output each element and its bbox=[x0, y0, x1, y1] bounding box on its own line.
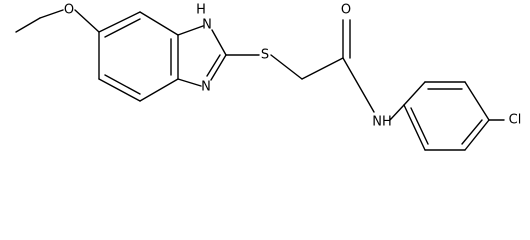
bond-methylene-oxygen bbox=[39, 9, 64, 19]
atom-nh-amide: NH bbox=[372, 115, 392, 130]
bond-benz-double-1 bbox=[104, 18, 141, 38]
atom-n-imidazole-upper: N bbox=[202, 18, 212, 33]
bond-imid-c2-n3 bbox=[210, 54, 227, 81]
atom-n-imidazole-lower: N bbox=[201, 80, 211, 95]
bond-ph-c3-c4 bbox=[464, 81, 490, 121]
atom-sulfur: S bbox=[261, 48, 269, 63]
atom-labels: O H N N S O NH Cl bbox=[64, 3, 521, 130]
bond-ph-c1-c2 bbox=[403, 81, 426, 106]
bond-imid-c2-n3-double bbox=[206, 54, 221, 77]
molecule-structure: O H N N S O NH Cl bbox=[15, 3, 521, 151]
bond-imid-n1-c2 bbox=[211, 29, 227, 56]
bond-ch2-carbonyl bbox=[301, 57, 344, 80]
bond-imid-c3a-n1 bbox=[177, 25, 204, 36]
atom-chlorine: Cl bbox=[509, 113, 522, 128]
bond-sulfur-ch2 bbox=[270, 54, 303, 80]
bond-benz-c5-c6 bbox=[98, 78, 141, 102]
bond-oxygen-aromatic bbox=[74, 9, 100, 33]
bond-ph-double-3 bbox=[410, 107, 429, 145]
bond-imid-n3-c7a bbox=[177, 78, 202, 87]
bond-ph-c6-c1 bbox=[403, 104, 426, 151]
bond-benz-c1-c2 bbox=[98, 11, 141, 33]
atom-oxygen-carbonyl: O bbox=[341, 3, 351, 18]
molecule-diagram: O H N N S O NH Cl bbox=[15, 3, 521, 151]
bond-benz-double-3 bbox=[104, 74, 141, 95]
bond-ph-c4-c5 bbox=[464, 119, 490, 151]
bond-methyl-methylene bbox=[15, 17, 41, 33]
atom-oxygen-ether: O bbox=[64, 3, 74, 18]
bond-nh-aryl bbox=[389, 104, 405, 121]
bond-benz-c4-c5 bbox=[139, 78, 179, 102]
bond-carbonyl-nh bbox=[342, 57, 375, 113]
bonds bbox=[15, 9, 505, 151]
bond-benz-c2-c3 bbox=[139, 11, 179, 36]
atom-h-imidazole: H bbox=[196, 3, 206, 18]
bond-ph-double-2 bbox=[461, 119, 483, 145]
